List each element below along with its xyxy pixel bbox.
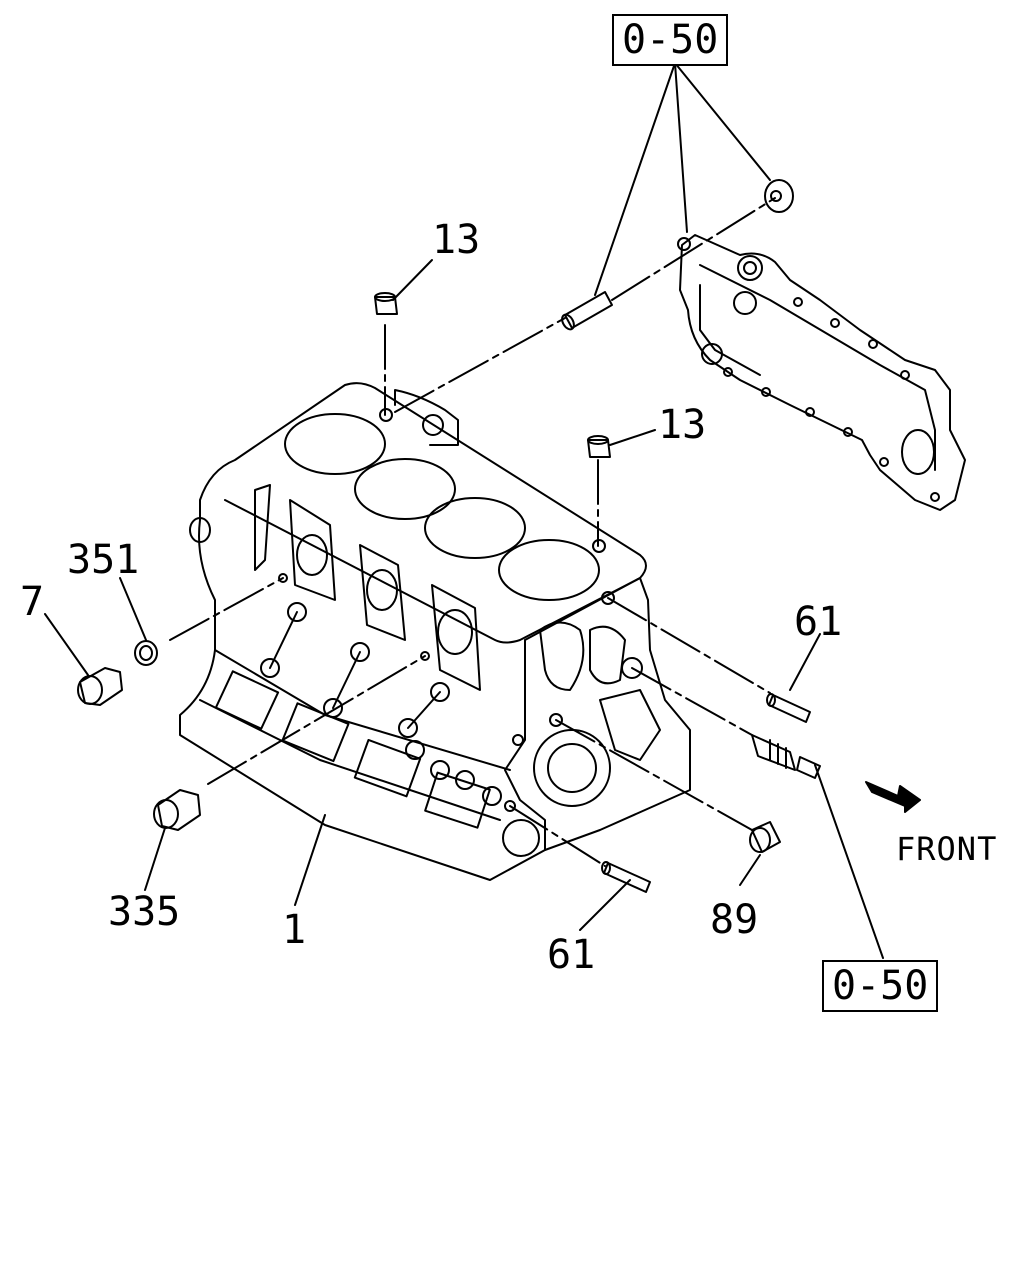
part-label-7: 7 <box>20 579 45 625</box>
part-335-plug <box>154 790 200 830</box>
part-13-plug-b <box>588 436 610 457</box>
part-label-13-upper: 13 <box>432 217 481 263</box>
front-arrow <box>866 782 920 812</box>
leader-lines <box>45 63 883 958</box>
part-label-89: 89 <box>710 897 759 943</box>
part-label-335: 335 <box>108 889 181 935</box>
part-61-dowel-bottom <box>602 862 650 892</box>
part-0-50-fitting <box>752 735 820 778</box>
front-direction-label: FRONT <box>896 830 998 868</box>
cylinder-block <box>180 383 690 880</box>
part-label-61-bottom: 61 <box>547 932 596 978</box>
part-label-351: 351 <box>67 537 140 583</box>
part-0-50-washer <box>765 180 793 212</box>
assembly-lines <box>170 198 775 866</box>
ref-label-0-50-top[interactable]: 0-50 <box>612 14 729 66</box>
cylinder-bore-4 <box>499 540 599 600</box>
ref-label-0-50-bottom[interactable]: 0-50 <box>822 960 939 1012</box>
part-89-plug <box>750 822 780 852</box>
part-13-plug-a <box>375 293 397 314</box>
part-7-plug <box>78 668 122 705</box>
cylinder-bore-2 <box>355 459 455 519</box>
cylinder-bore-3 <box>425 498 525 558</box>
part-label-1: 1 <box>282 907 307 953</box>
part-label-13-lower: 13 <box>658 402 707 448</box>
part-0-50-bolt <box>560 292 612 331</box>
part-61-dowel-right <box>767 694 810 722</box>
part-351-washer <box>135 641 157 665</box>
part-label-61-right: 61 <box>794 599 843 645</box>
oil-cooler-cover <box>678 235 965 510</box>
cylinder-bore-1 <box>285 414 385 474</box>
